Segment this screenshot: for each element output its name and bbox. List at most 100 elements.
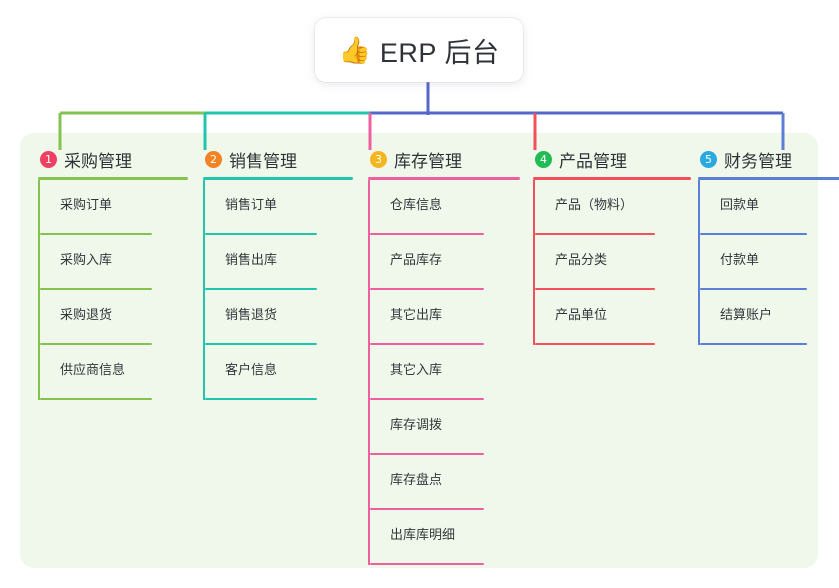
- branch-spine-3: [368, 180, 370, 565]
- leaf-item-underline: [40, 233, 152, 235]
- leaf-item-label: 付款单: [720, 252, 760, 267]
- leaf-item-underline: [205, 233, 317, 235]
- branch-spine-4: [533, 180, 535, 345]
- branch-column-1: 1 采购管理采购订单采购入库采购退货供应商信息: [38, 146, 188, 400]
- leaf-item-underline: [370, 288, 484, 290]
- branch-underline-1: [38, 177, 188, 180]
- leaf-item[interactable]: 供应商信息: [38, 345, 188, 400]
- leaf-item-underline: [535, 288, 655, 290]
- branch-spine-5: [698, 180, 700, 345]
- leaf-item-underline: [370, 343, 484, 345]
- leaf-item[interactable]: 付款单: [698, 235, 839, 290]
- branch-header-1[interactable]: 1 采购管理: [38, 146, 188, 172]
- leaf-item[interactable]: 库存调拨: [368, 400, 520, 455]
- leaf-item[interactable]: 其它出库: [368, 290, 520, 345]
- branch-title-4: 产品管理: [559, 151, 627, 171]
- branch-items-5: 回款单付款单结算账户: [698, 180, 839, 345]
- branch-items-3: 仓库信息产品库存其它出库其它入库库存调拨库存盘点出库库明细: [368, 180, 520, 565]
- leaf-item-label: 其它入库: [390, 362, 443, 377]
- leaf-item-underline: [370, 453, 484, 455]
- leaf-item-label: 产品单位: [555, 307, 608, 322]
- leaf-item[interactable]: 回款单: [698, 180, 839, 235]
- leaf-item-label: 其它出库: [390, 307, 443, 322]
- leaf-item-label: 采购入库: [60, 252, 113, 267]
- leaf-item-label: 采购退货: [60, 307, 113, 322]
- branch-underline-5: [698, 177, 839, 180]
- leaf-item-underline: [535, 343, 655, 345]
- leaf-item-label: 回款单: [720, 197, 760, 212]
- branch-spine-1: [38, 180, 40, 400]
- leaf-item[interactable]: 结算账户: [698, 290, 839, 345]
- leaf-item-label: 产品库存: [390, 252, 443, 267]
- branch-column-3: 3 库存管理仓库信息产品库存其它出库其它入库库存调拨库存盘点出库库明细: [368, 146, 520, 565]
- leaf-item-label: 销售订单: [225, 197, 278, 212]
- branch-badge-3: 3: [370, 150, 387, 168]
- leaf-item-label: 出库库明细: [390, 527, 456, 542]
- leaf-item-underline: [700, 233, 807, 235]
- leaf-item[interactable]: 采购入库: [38, 235, 188, 290]
- branch-header-4[interactable]: 4 产品管理: [533, 146, 691, 172]
- thumbs-up-icon: 👍: [338, 35, 371, 65]
- branch-items-2: 销售订单销售出库销售退货客户信息: [203, 180, 353, 400]
- branch-items-4: 产品（物料） 产品分类产品单位: [533, 180, 691, 345]
- leaf-item-underline: [40, 398, 152, 400]
- leaf-item[interactable]: 采购退货: [38, 290, 188, 345]
- leaf-item-label: 结算账户: [720, 307, 773, 322]
- branch-header-3[interactable]: 3 库存管理: [368, 146, 520, 172]
- leaf-item-label: 产品（物料）: [555, 197, 634, 212]
- leaf-item[interactable]: 采购订单: [38, 180, 188, 235]
- branch-column-4: 4 产品管理产品（物料） 产品分类产品单位: [533, 146, 691, 345]
- leaf-item-underline: [40, 288, 152, 290]
- branch-badge-2: 2: [205, 150, 222, 168]
- branch-header-2[interactable]: 2 销售管理: [203, 146, 353, 172]
- branch-column-2: 2 销售管理销售订单销售出库销售退货客户信息: [203, 146, 353, 400]
- leaf-item-label: 销售出库: [225, 252, 278, 267]
- leaf-item[interactable]: 产品单位: [533, 290, 691, 345]
- diagram-background-panel: [20, 133, 818, 568]
- leaf-item-underline: [40, 343, 152, 345]
- branch-underline-4: [533, 177, 691, 180]
- leaf-item[interactable]: 其它入库: [368, 345, 520, 400]
- root-node-title: ERP 后台: [379, 37, 500, 68]
- leaf-item-label: 库存盘点: [390, 472, 443, 487]
- leaf-item-underline: [370, 563, 484, 565]
- leaf-item[interactable]: 产品库存: [368, 235, 520, 290]
- leaf-item-underline: [700, 343, 807, 345]
- branch-underline-2: [203, 177, 353, 180]
- leaf-item-underline: [205, 288, 317, 290]
- branch-title-1: 采购管理: [64, 151, 132, 171]
- branch-underline-3: [368, 177, 520, 180]
- leaf-item[interactable]: 销售退货: [203, 290, 353, 345]
- root-node-erp-backend[interactable]: 👍 ERP 后台: [315, 18, 523, 82]
- leaf-item-underline: [205, 343, 317, 345]
- leaf-item-label: 销售退货: [225, 307, 278, 322]
- leaf-item-label: 客户信息: [225, 362, 278, 377]
- leaf-item-underline: [370, 233, 484, 235]
- leaf-item[interactable]: 仓库信息: [368, 180, 520, 235]
- leaf-item-label: 仓库信息: [390, 197, 443, 212]
- branch-badge-1: 1: [40, 150, 57, 168]
- leaf-item[interactable]: 产品分类: [533, 235, 691, 290]
- leaf-item[interactable]: 客户信息: [203, 345, 353, 400]
- branch-items-1: 采购订单采购入库采购退货供应商信息: [38, 180, 188, 400]
- branch-badge-5: 5: [700, 150, 717, 168]
- leaf-item[interactable]: 销售订单: [203, 180, 353, 235]
- branch-title-2: 销售管理: [229, 151, 297, 171]
- leaf-item[interactable]: 产品（物料）: [533, 180, 691, 235]
- leaf-item-underline: [370, 508, 484, 510]
- branch-badge-4: 4: [535, 150, 552, 168]
- branch-title-3: 库存管理: [394, 151, 462, 171]
- leaf-item[interactable]: 销售出库: [203, 235, 353, 290]
- leaf-item-underline: [370, 398, 484, 400]
- leaf-item-label: 采购订单: [60, 197, 113, 212]
- leaf-item-label: 产品分类: [555, 252, 608, 267]
- leaf-item[interactable]: 出库库明细: [368, 510, 520, 565]
- leaf-item-label: 库存调拨: [390, 417, 443, 432]
- leaf-item[interactable]: 库存盘点: [368, 455, 520, 510]
- leaf-item-label: 供应商信息: [60, 362, 126, 377]
